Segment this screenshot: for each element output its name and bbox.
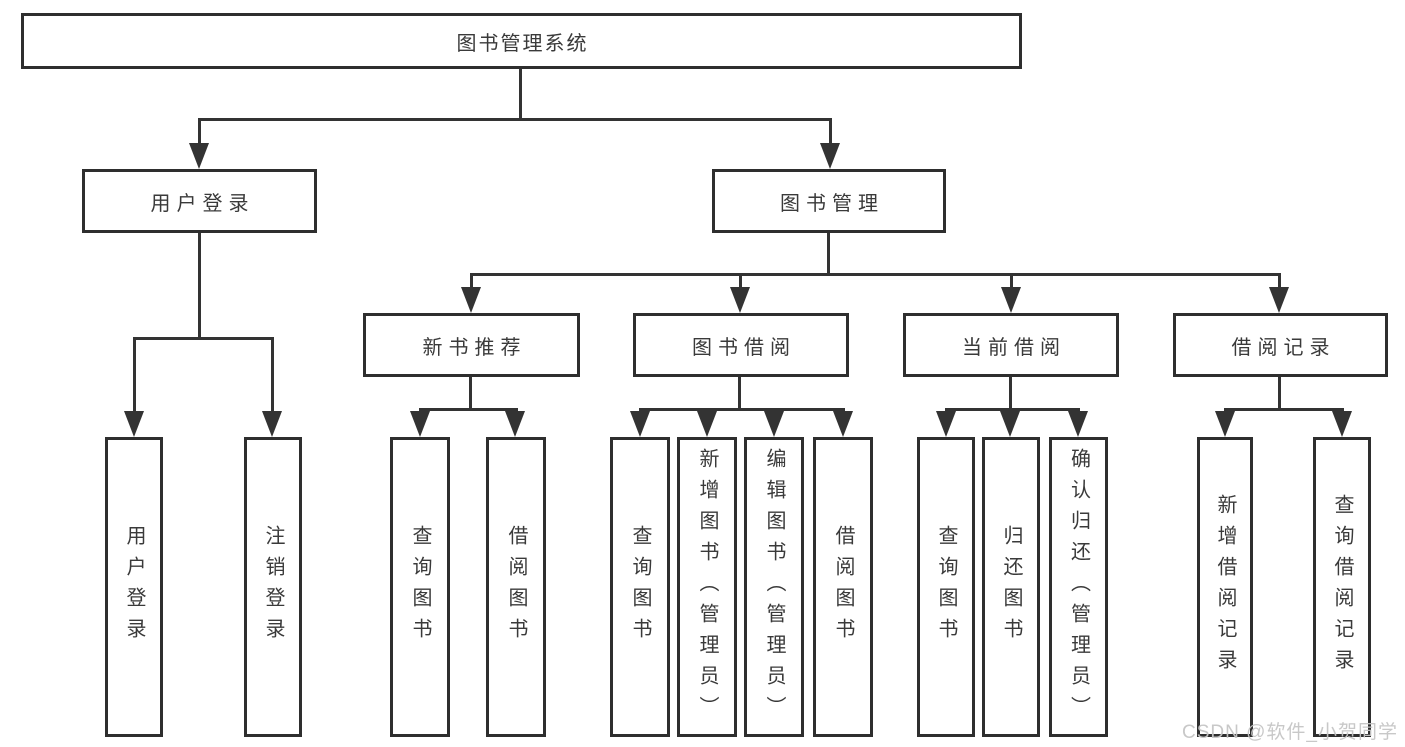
leaf-logout: 注销登录 (244, 437, 302, 737)
arrow-down-icon (630, 411, 650, 437)
leaf-label: 借阅图书 (505, 525, 527, 649)
leaf-query-books-3: 查询图书 (917, 437, 975, 737)
connector-line (519, 69, 522, 118)
connector-line (1278, 273, 1281, 289)
node-current-borrowing: 当前借阅 (903, 313, 1119, 377)
leaf-query-borrow-record: 查询借阅记录 (1313, 437, 1371, 737)
leaf-edit-book-admin: 编辑图书（管理员） (744, 437, 804, 737)
arrow-down-icon (1001, 287, 1021, 313)
connector-line (639, 408, 845, 411)
connector-line (829, 118, 832, 145)
csdn-watermark: CSDN @软件_小贺同学 (1182, 722, 1398, 743)
leaf-label: 用户登录 (123, 525, 145, 649)
leaf-label: 编辑图书（管理员） (763, 447, 785, 727)
node-label: 借阅记录 (1231, 336, 1336, 359)
arrow-down-icon (1000, 411, 1020, 437)
arrow-down-icon (189, 143, 209, 169)
leaf-label: 归还图书 (1000, 525, 1022, 649)
connector-line (198, 118, 201, 145)
connector-line (470, 273, 473, 289)
leaf-label: 查询图书 (409, 525, 431, 649)
connector-line (827, 233, 830, 273)
connector-line (271, 337, 274, 413)
leaf-borrow-books-2: 借阅图书 (813, 437, 873, 737)
connector-line (133, 337, 136, 413)
arrow-down-icon (262, 411, 282, 437)
arrow-down-icon (410, 411, 430, 437)
leaf-label: 借阅图书 (832, 525, 854, 649)
node-label: 用户登录 (150, 192, 255, 215)
arrow-down-icon (461, 287, 481, 313)
connector-line (1278, 377, 1281, 408)
connector-line (945, 408, 1080, 411)
leaf-label: 查询图书 (935, 525, 957, 649)
connector-line (1010, 273, 1013, 289)
leaf-label: 查询图书 (629, 525, 651, 649)
leaf-query-books-2: 查询图书 (610, 437, 670, 737)
leaf-label: 新增图书（管理员） (696, 447, 718, 727)
arrow-down-icon (1269, 287, 1289, 313)
leaf-confirm-return-admin: 确认归还（管理员） (1049, 437, 1108, 737)
connector-line (419, 408, 518, 411)
arrow-down-icon (1332, 411, 1352, 437)
arrow-down-icon (730, 287, 750, 313)
leaf-add-book-admin: 新增图书（管理员） (677, 437, 737, 737)
leaf-label: 查询借阅记录 (1331, 494, 1353, 680)
connector-line (470, 273, 1281, 276)
node-book-borrowing: 图书借阅 (633, 313, 849, 377)
arrow-down-icon (1068, 411, 1088, 437)
node-label: 图书管理 (780, 192, 884, 215)
leaf-return-book: 归还图书 (982, 437, 1040, 737)
node-borrowing-records: 借阅记录 (1173, 313, 1388, 377)
node-new-book-recommendation: 新书推荐 (363, 313, 580, 377)
connector-line (1009, 377, 1012, 408)
leaf-borrow-books-1: 借阅图书 (486, 437, 546, 737)
arrow-down-icon (764, 411, 784, 437)
node-label: 图书借阅 (692, 336, 796, 359)
arrow-down-icon (697, 411, 717, 437)
connector-line (738, 377, 741, 408)
arrow-down-icon (936, 411, 956, 437)
arrow-down-icon (124, 411, 144, 437)
arrow-down-icon (505, 411, 525, 437)
leaf-label: 确认归还（管理员） (1067, 447, 1090, 727)
node-label: 图书管理系统 (456, 32, 589, 55)
arrow-down-icon (820, 143, 840, 169)
connector-line (1224, 408, 1344, 411)
connector-line (198, 118, 832, 121)
leaf-user-login: 用户登录 (105, 437, 163, 737)
node-user-login: 用户登录 (82, 169, 317, 233)
leaf-add-borrow-record: 新增借阅记录 (1197, 437, 1253, 737)
connector-line (133, 337, 274, 340)
connector-line (469, 377, 472, 408)
node-label: 当前借阅 (962, 336, 1066, 359)
arrow-down-icon (833, 411, 853, 437)
arrow-down-icon (1215, 411, 1235, 437)
node-label: 新书推荐 (422, 336, 527, 359)
connector-line (739, 273, 742, 289)
leaf-query-books-1: 查询图书 (390, 437, 450, 737)
leaf-label: 注销登录 (262, 525, 284, 649)
connector-line (198, 233, 201, 337)
leaf-label: 新增借阅记录 (1214, 494, 1236, 680)
node-book-management: 图书管理 (712, 169, 946, 233)
node-library-management-system: 图书管理系统 (21, 13, 1022, 69)
